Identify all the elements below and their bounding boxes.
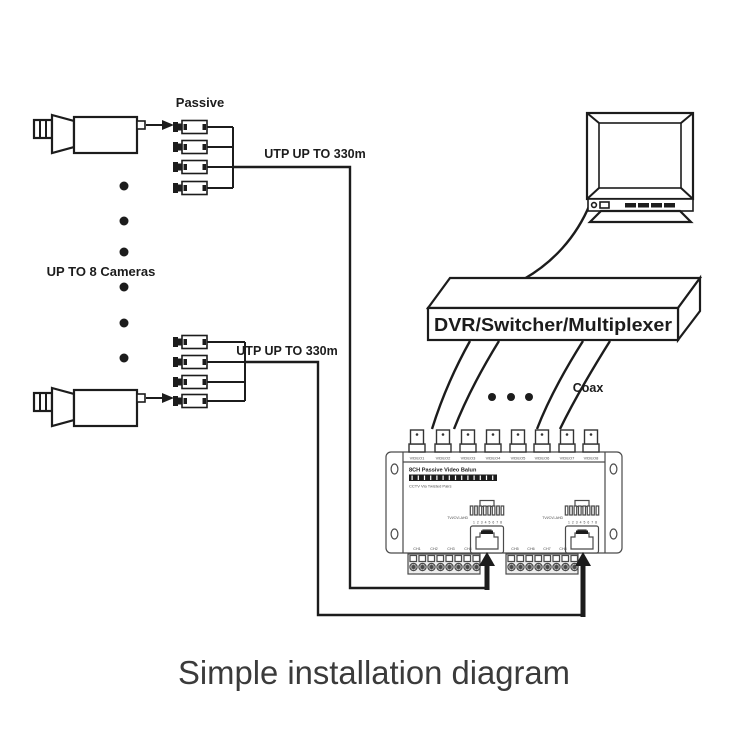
cctv-camera-1 bbox=[32, 113, 147, 155]
rj45-left-label: TVI/CVI-AHD bbox=[447, 516, 468, 520]
unit-title: 8CH Passive Video Balun bbox=[409, 468, 477, 474]
bnc-video5 bbox=[509, 429, 527, 453]
ch5-label: CH5 bbox=[511, 547, 518, 551]
passive-balun bbox=[172, 393, 208, 409]
passive-label: Passive bbox=[176, 95, 224, 110]
utp-cable-run1 bbox=[233, 165, 487, 590]
camera2-arrow bbox=[146, 393, 174, 403]
rj45-right: TVI/CVI-AHD 12345678 bbox=[542, 499, 600, 554]
mount-hole bbox=[390, 528, 399, 540]
ch2-label: CH2 bbox=[430, 547, 437, 551]
utp-cable-run2 bbox=[245, 360, 583, 617]
pin-numbers-right: 12345678 bbox=[568, 521, 599, 525]
ch8-label: CH8 bbox=[559, 547, 566, 551]
passive-balun bbox=[172, 354, 208, 370]
bnc-connectors bbox=[408, 429, 600, 453]
ch3-label: CH3 bbox=[447, 547, 454, 551]
video5-label: VIDEO5 bbox=[511, 456, 526, 461]
bnc-video3 bbox=[459, 429, 477, 453]
bnc-video1 bbox=[408, 429, 426, 453]
up-to-8-cameras-label: UP TO 8 Cameras bbox=[47, 264, 156, 279]
monitor-buttons bbox=[625, 203, 675, 208]
ch7-label: CH7 bbox=[543, 547, 550, 551]
ch4-label: CH4 bbox=[464, 547, 471, 551]
balun-stack-1 bbox=[172, 119, 234, 196]
passive-balun bbox=[172, 180, 208, 196]
dvr-box: DVR/Switcher/Multiplexer bbox=[425, 274, 703, 344]
passive-balun bbox=[172, 334, 208, 350]
ch6-label: CH6 bbox=[527, 547, 534, 551]
bnc-video7 bbox=[558, 429, 576, 453]
terminal-block-right bbox=[505, 553, 579, 575]
video4-label: VIDEO4 bbox=[486, 456, 501, 461]
mount-hole bbox=[609, 463, 618, 475]
channel-labels: CH1 CH2 CH3 CH4 CH5 CH6 CH7 CH8 bbox=[413, 547, 566, 551]
video1-label: VIDEO1 bbox=[410, 456, 425, 461]
video3-label: VIDEO3 bbox=[461, 456, 476, 461]
rj45-jack-left bbox=[469, 525, 505, 554]
caption: Simple installation diagram bbox=[178, 654, 570, 691]
balun-unit: VIDEO1 VIDEO2 VIDEO3 VIDEO4 VIDEO5 VIDEO… bbox=[385, 429, 623, 575]
bnc-video6 bbox=[533, 429, 551, 453]
dvr-label: DVR/Switcher/Multiplexer bbox=[434, 314, 672, 335]
rj45-jack-right bbox=[564, 525, 600, 554]
bnc-video8 bbox=[582, 429, 600, 453]
video7-label: VIDEO7 bbox=[560, 456, 575, 461]
passive-balun bbox=[172, 374, 208, 390]
unit-barcode bbox=[409, 474, 497, 481]
camera1-arrow bbox=[146, 120, 174, 130]
rj45-right-label: TVI/CVI-AHD bbox=[542, 516, 563, 520]
rj45-left: TVI/CVI-AHD 12345678 bbox=[447, 499, 505, 554]
passive-balun bbox=[172, 159, 208, 175]
mount-hole bbox=[390, 463, 399, 475]
video-port-labels: VIDEO1 VIDEO2 VIDEO3 VIDEO4 VIDEO5 VIDEO… bbox=[410, 456, 599, 461]
monitor-power-button bbox=[590, 201, 598, 209]
bnc-video4 bbox=[484, 429, 502, 453]
video2-label: VIDEO2 bbox=[436, 456, 451, 461]
more-cameras-dots bbox=[119, 181, 129, 363]
terminal-block-left bbox=[407, 553, 481, 575]
coax-label: Coax bbox=[573, 381, 604, 395]
utp-label-1: UTP UP TO 330m bbox=[264, 147, 365, 161]
monitor-stand bbox=[587, 209, 694, 224]
video6-label: VIDEO6 bbox=[535, 456, 550, 461]
pin-numbers-left: 12345678 bbox=[473, 521, 504, 525]
cctv-camera-2 bbox=[32, 386, 147, 428]
bnc-video2 bbox=[434, 429, 452, 453]
coax-cables bbox=[430, 340, 612, 430]
monitor-cable bbox=[523, 203, 592, 281]
ch1-label: CH1 bbox=[413, 547, 420, 551]
mount-hole bbox=[609, 528, 618, 540]
passive-balun bbox=[172, 139, 208, 155]
utp-label-2: UTP UP TO 330m bbox=[236, 344, 337, 358]
monitor bbox=[523, 111, 695, 281]
utp-arrow-right bbox=[575, 552, 591, 617]
video8-label: VIDEO8 bbox=[584, 456, 599, 461]
balun-stack-2 bbox=[172, 334, 246, 409]
unit-subtitle: CCTV Via Twisted Pairs bbox=[409, 484, 452, 489]
passive-balun bbox=[172, 119, 208, 135]
utp-arrow-left bbox=[479, 552, 495, 590]
